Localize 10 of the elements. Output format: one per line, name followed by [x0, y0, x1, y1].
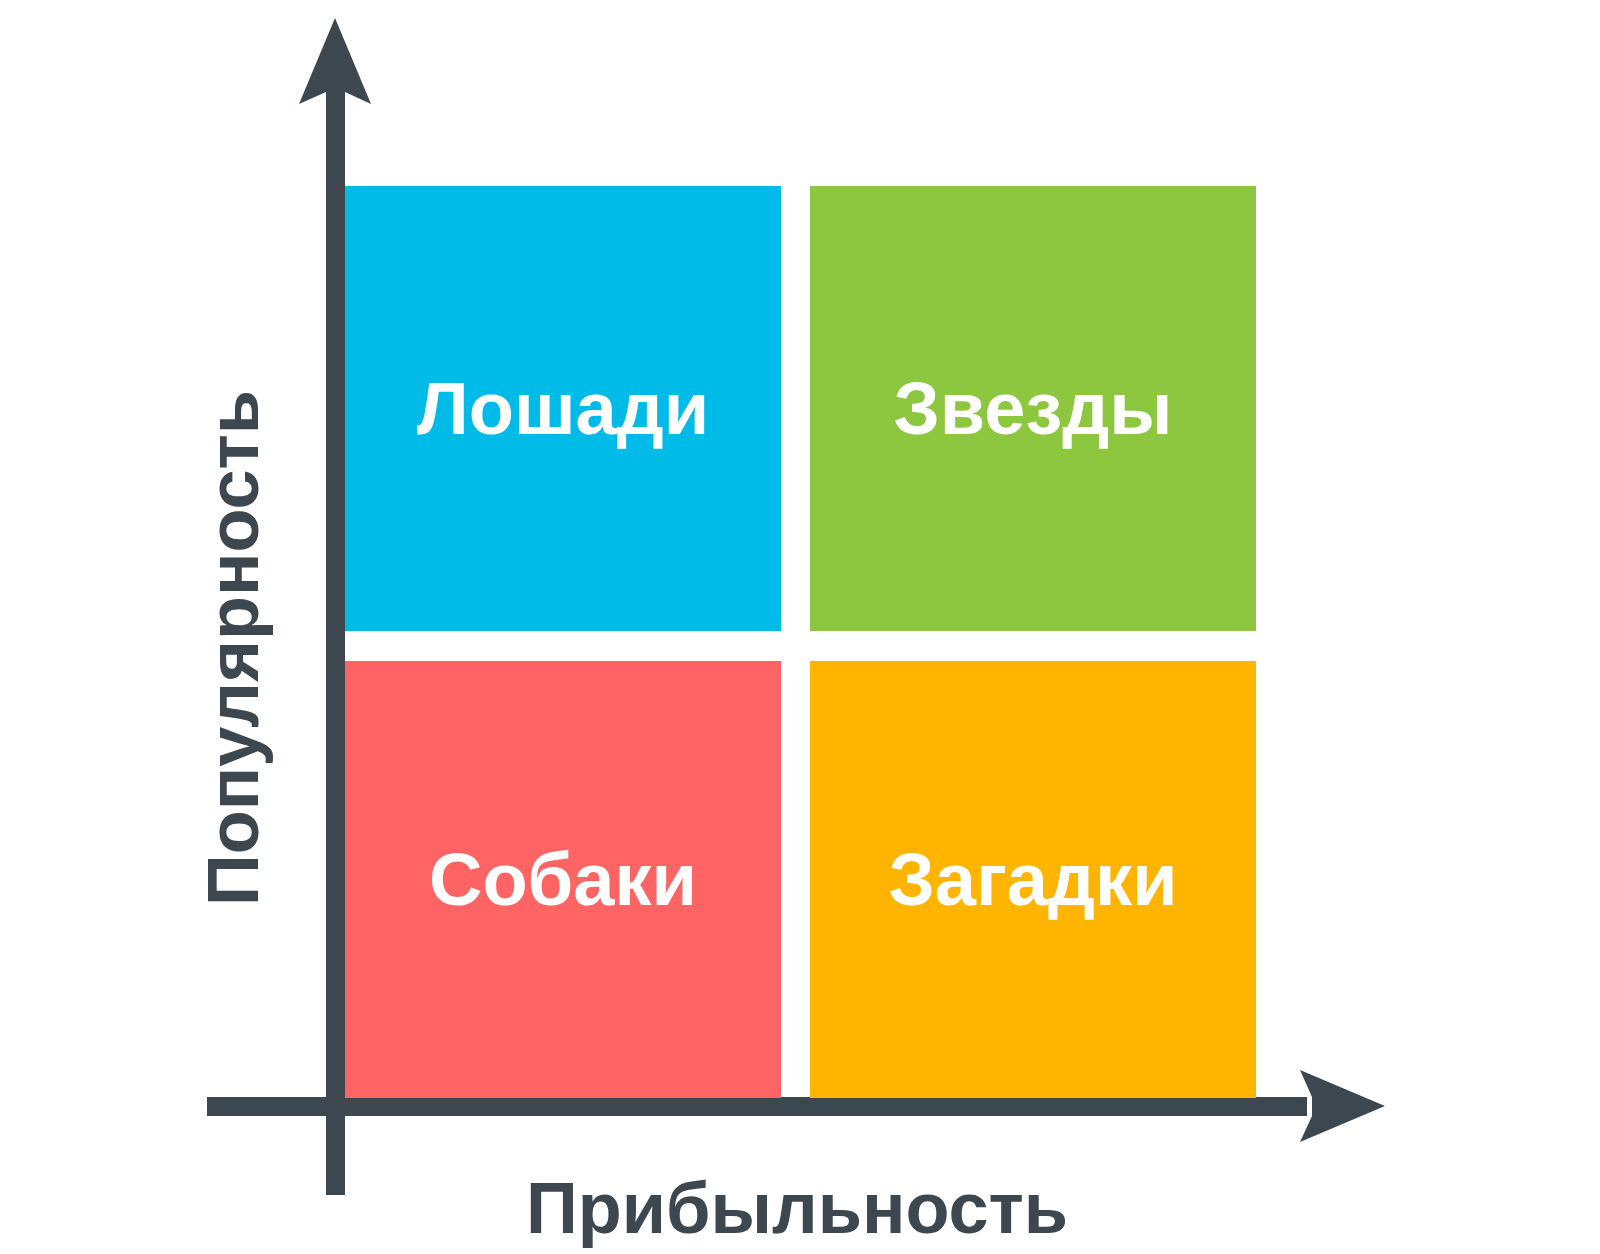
quadrant-label: Собаки: [428, 837, 697, 922]
quadrant-label: Звезды: [893, 366, 1173, 451]
quadrant-box: [345, 661, 781, 1098]
quadrant-label: Загадки: [888, 837, 1178, 922]
vertical-axis-label: Популярность: [192, 389, 275, 907]
horizontal-axis-label: Прибыльность: [526, 1167, 1069, 1249]
quadrant-box: [810, 661, 1256, 1098]
quadrant-label: Лошади: [416, 366, 710, 451]
quadrant-box: [810, 186, 1256, 631]
quadrant-box: [345, 186, 781, 631]
